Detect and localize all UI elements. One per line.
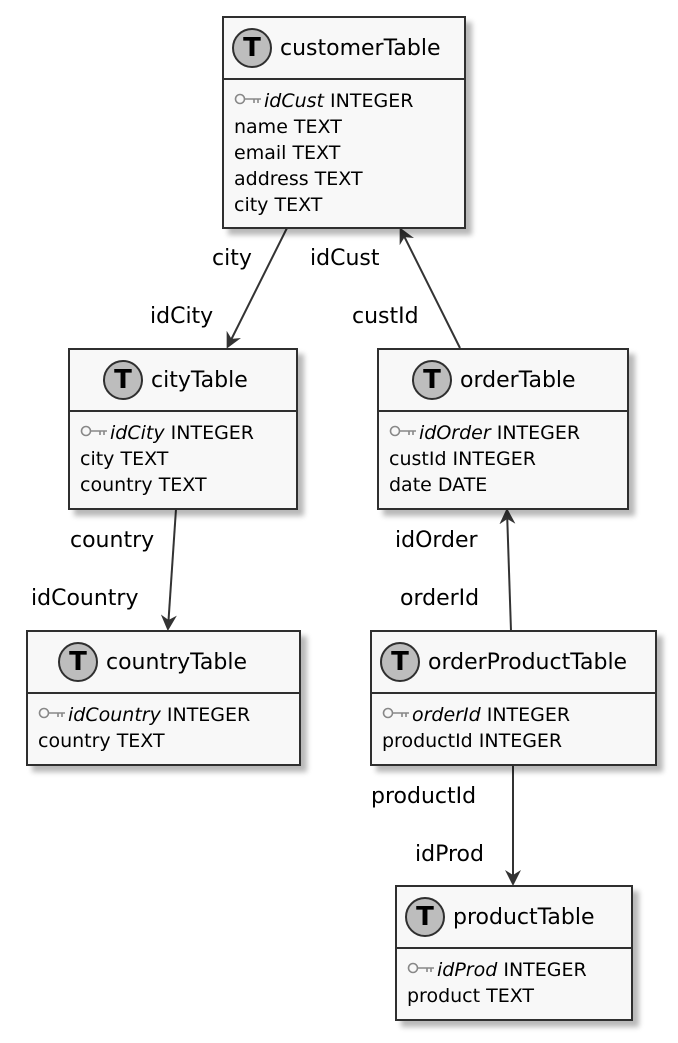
pk-name: orderId xyxy=(412,704,481,726)
field: country TEXT xyxy=(38,730,165,752)
rel-city-country-line xyxy=(160,508,177,631)
entity-header: T cityTable xyxy=(70,350,296,412)
pk-name: idCountry xyxy=(68,704,161,726)
primary-key-field: idCust INTEGER xyxy=(234,88,454,114)
primary-key-field: idCountry INTEGER xyxy=(38,702,289,728)
field: city TEXT xyxy=(234,194,323,216)
entity-city-table[interactable]: T cityTable idCity INTEGER city TEXT cou… xyxy=(68,348,298,510)
entity-title: productTable xyxy=(453,904,595,930)
entity-title: orderTable xyxy=(460,367,576,393)
field: name TEXT xyxy=(234,116,342,138)
key-icon xyxy=(407,959,437,977)
table-icon: T xyxy=(58,642,98,682)
entity-header: T countryTable xyxy=(28,632,299,694)
field: productId INTEGER xyxy=(382,730,563,752)
rel-order-customer-line xyxy=(399,227,461,349)
primary-key-field: idProd INTEGER xyxy=(407,957,621,983)
table-icon: T xyxy=(232,28,272,68)
rel-label-productid: productId xyxy=(371,784,477,809)
rel-label-orderid: orderId xyxy=(400,586,480,611)
rel-customer-city-line xyxy=(226,227,288,349)
pk-name: idCust xyxy=(264,90,324,112)
entity-header: T customerTable xyxy=(224,18,464,80)
entity-product-table[interactable]: T productTable idProd INTEGER product TE… xyxy=(395,885,633,1021)
table-icon: T xyxy=(103,360,143,400)
entity-header: T orderTable xyxy=(379,350,627,412)
pk-name: idOrder xyxy=(419,422,491,444)
entity-header: T productTable xyxy=(397,887,631,949)
pk-type: INTEGER xyxy=(330,90,414,112)
pk-type: INTEGER xyxy=(496,422,581,444)
entity-header: T orderProductTable xyxy=(372,632,655,694)
pk-name: idCity xyxy=(110,422,165,444)
field: date DATE xyxy=(389,474,488,496)
pk-name: idProd xyxy=(437,959,498,981)
rel-orderproduct-order-line xyxy=(499,508,516,632)
primary-key-field: idOrder INTEGER xyxy=(389,420,617,446)
pk-type: INTEGER xyxy=(166,704,251,726)
field: city TEXT xyxy=(80,448,169,470)
table-icon: T xyxy=(405,897,445,937)
key-icon xyxy=(389,422,419,440)
key-icon xyxy=(382,704,412,722)
primary-key-field: idCity INTEGER xyxy=(80,420,286,446)
primary-key-field: orderId INTEGER xyxy=(382,702,645,728)
entity-country-table[interactable]: T countryTable idCountry INTEGER country… xyxy=(26,630,301,766)
entity-title: orderProductTable xyxy=(428,649,628,675)
entity-order-product-table[interactable]: T orderProductTable orderId INTEGER prod… xyxy=(370,630,657,766)
entity-customer-table[interactable]: T customerTable idCust INTEGER name TEXT… xyxy=(222,16,466,229)
table-icon: T xyxy=(380,642,420,682)
field: email TEXT xyxy=(234,142,341,164)
rel-label-custid: custId xyxy=(352,304,419,329)
rel-label-idorder: idOrder xyxy=(395,528,478,553)
rel-label-idprod: idProd xyxy=(415,842,484,867)
rel-label-country: country xyxy=(70,528,155,553)
pk-type: INTEGER xyxy=(486,704,571,726)
key-icon xyxy=(38,704,68,722)
rel-label-city: city xyxy=(212,246,252,271)
key-icon xyxy=(234,90,264,108)
rel-label-idcust: idCust xyxy=(310,246,380,271)
entity-title: customerTable xyxy=(280,35,441,61)
entity-order-table[interactable]: T orderTable idOrder INTEGER custId INTE… xyxy=(377,348,629,510)
entity-title: cityTable xyxy=(151,367,248,393)
field: address TEXT xyxy=(234,168,363,190)
table-icon: T xyxy=(412,360,452,400)
pk-type: INTEGER xyxy=(503,959,587,981)
key-icon xyxy=(80,422,110,440)
field: country TEXT xyxy=(80,474,207,496)
rel-label-idcity: idCity xyxy=(150,304,214,329)
rel-label-idcountry: idCountry xyxy=(31,586,139,611)
entity-title: countryTable xyxy=(106,649,248,675)
pk-type: INTEGER xyxy=(170,422,254,444)
field: custId INTEGER xyxy=(389,448,536,470)
field: product TEXT xyxy=(407,985,535,1007)
